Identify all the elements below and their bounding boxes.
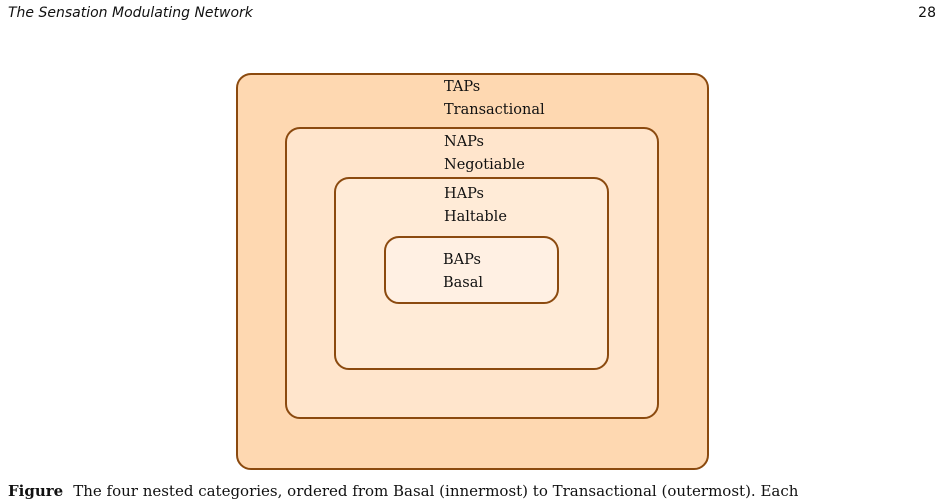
page-number: 28 xyxy=(918,5,936,21)
running-title: The Sensation Modulating Network xyxy=(8,5,253,21)
page-header: The Sensation Modulating Network 28 xyxy=(0,0,946,30)
naps-acronym: NAPs xyxy=(444,134,484,150)
baps-box: BAPs Basal xyxy=(384,236,559,304)
haps-acronym: HAPs xyxy=(444,186,484,202)
caption-text: The four nested categories, ordered from… xyxy=(73,482,799,500)
taps-acronym: TAPs xyxy=(444,79,481,95)
taps-name: Transactional xyxy=(444,102,545,118)
naps-label: NAPs Negotiable xyxy=(444,131,525,177)
haps-label: HAPs Haltable xyxy=(444,183,507,229)
baps-acronym: BAPs xyxy=(443,252,481,268)
figure-caption: Figure The four nested categories, ordere… xyxy=(8,482,938,501)
haps-name: Haltable xyxy=(444,209,507,225)
baps-name: Basal xyxy=(443,275,484,291)
taps-label: TAPs Transactional xyxy=(444,76,545,122)
naps-name: Negotiable xyxy=(444,157,525,173)
caption-label: Figure xyxy=(8,482,64,500)
baps-label: BAPs Basal xyxy=(443,249,483,295)
